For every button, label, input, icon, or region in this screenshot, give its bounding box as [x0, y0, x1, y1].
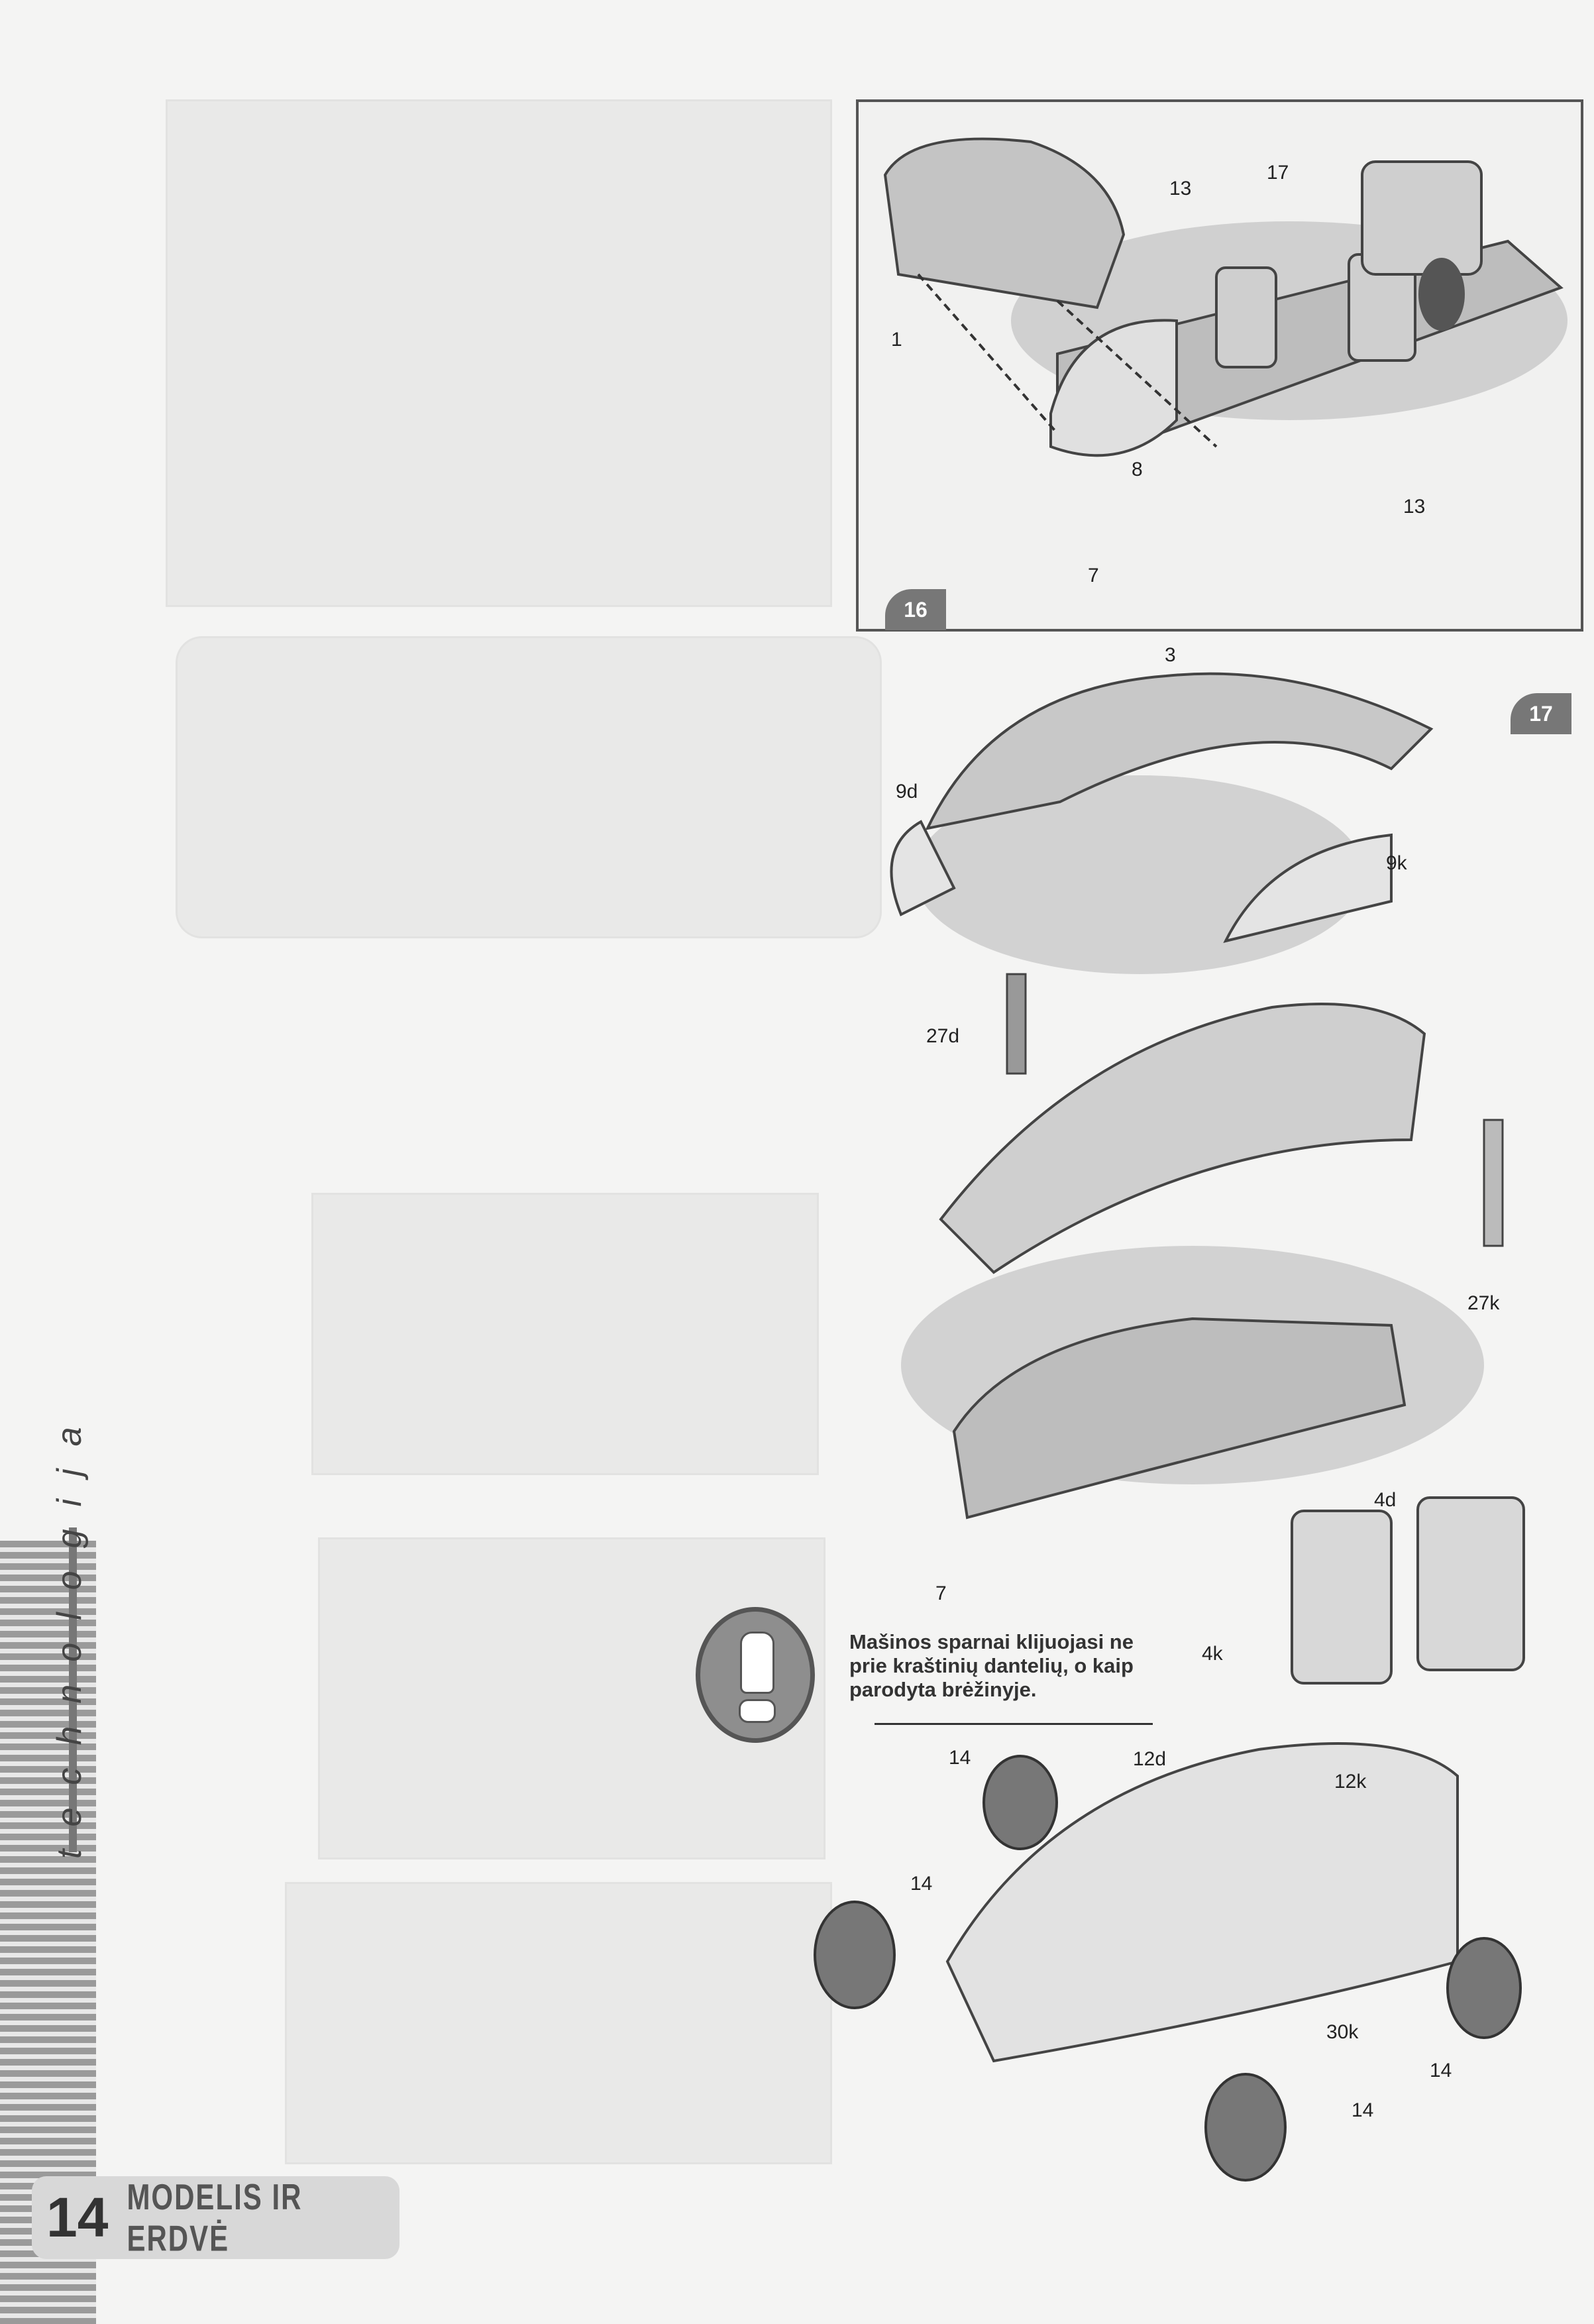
background-ghost-panel: [285, 1882, 832, 2164]
part-label: 1: [891, 329, 902, 351]
part-label: 9d: [896, 781, 918, 802]
step-16-assembly-drawing: [883, 137, 1567, 457]
part-label: 14: [910, 1873, 933, 1895]
section-label: technologija: [50, 1404, 89, 1859]
part-label: 30k: [1326, 2021, 1359, 2043]
part-label: 13: [1169, 178, 1192, 199]
part-label: 3: [1165, 644, 1176, 666]
part-label: 14: [949, 1747, 971, 1769]
background-ghost-panel: [166, 99, 832, 607]
part-label: 7: [1088, 565, 1099, 586]
part-label: 12d: [1133, 1748, 1167, 1770]
page-footer: 14 MODELIS IR ERDVĖ: [32, 2176, 399, 2259]
part-label: 8: [1132, 459, 1143, 480]
part-label: 17: [1267, 162, 1289, 184]
part-label: 14: [1430, 2060, 1452, 2081]
exclamation-icon: [696, 1607, 815, 1743]
part-label: 13: [1403, 496, 1426, 518]
page-number: 14: [46, 2186, 109, 2248]
background-ghost-panel: [311, 1193, 819, 1475]
part-label: 4k: [1202, 1643, 1223, 1665]
part-label: 12k: [1334, 1771, 1367, 1793]
step-17-assembly-drawing: [814, 672, 1525, 2182]
magazine-logo: MODELIS IR ERDVĖ: [127, 2176, 303, 2258]
part-label: 4d: [1374, 1489, 1397, 1511]
warning-line: parodyta brėžinyje.: [849, 1678, 1037, 1701]
part-label: 9k: [1386, 852, 1407, 874]
part-label: 27k: [1467, 1292, 1500, 1314]
step-17-badge: 17: [1511, 693, 1571, 734]
warning-line: prie kraštinių dantelių, o kaip: [849, 1654, 1134, 1677]
section-rule: [69, 1527, 77, 1852]
warning-note: Mašinos sparnai klijuojasi ne prie krašt…: [849, 1630, 1134, 1702]
background-ghost-panel: [176, 636, 882, 938]
warning-divider: [875, 1723, 1153, 1725]
part-label: 7: [935, 1582, 947, 1604]
step-16-panel: 16: [856, 99, 1583, 632]
part-label: 14: [1352, 2099, 1374, 2121]
part-label: 27d: [926, 1025, 960, 1047]
step-16-badge: 16: [885, 589, 946, 630]
warning-line: Mašinos sparnai klijuojasi ne: [849, 1630, 1134, 1653]
